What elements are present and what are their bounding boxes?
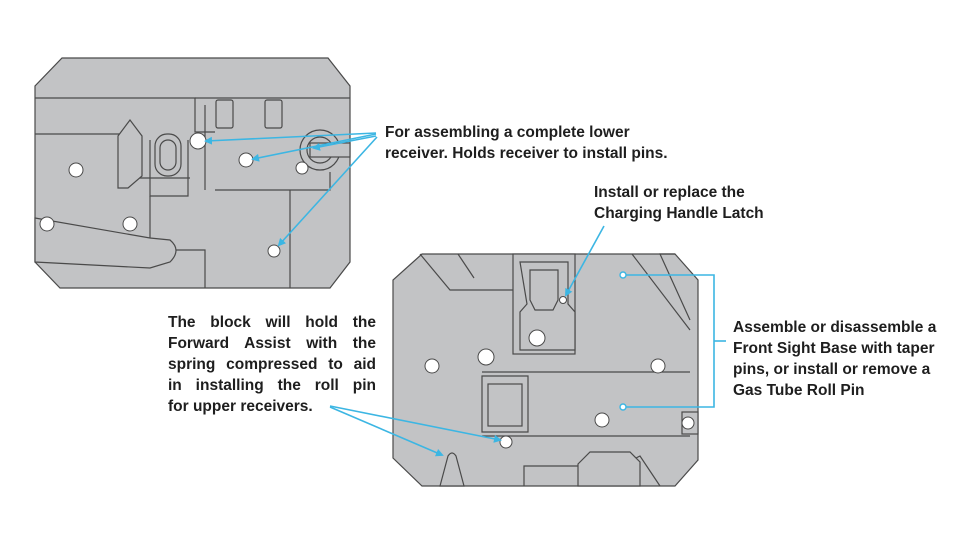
callout-forward-assist: The block will hold the Forward Assist w…	[168, 312, 376, 417]
upper-pin-hole	[477, 348, 495, 366]
callout-line: Front Sight Base with taper	[733, 340, 935, 357]
upper-block-bottom-ridge	[577, 451, 641, 487]
lower-block-bottom-step	[149, 196, 206, 288]
anchor-dot	[619, 403, 627, 411]
callout-line: The block will hold the	[168, 314, 376, 331]
upper-block-forward-assist-inner	[487, 383, 523, 427]
anchor-dot	[619, 271, 627, 279]
leader-lower-4	[277, 136, 378, 247]
callout-line: for upper receivers.	[168, 398, 313, 415]
upper-pin-hole	[499, 435, 513, 449]
callout-lower-receiver: For assembling a complete lower receiver…	[385, 122, 668, 164]
lower-pin-hole	[39, 216, 55, 232]
callout-line: in installing the roll pin	[168, 377, 376, 394]
callout-line: Install or replace the	[594, 184, 745, 201]
lower-pin-hole	[122, 216, 138, 232]
lower-block-slot-right	[264, 99, 283, 129]
upper-block-outline	[392, 253, 699, 487]
callout-front-sight: Assemble or disassemble a Front Sight Ba…	[733, 317, 936, 401]
callout-anchor-dots	[619, 271, 627, 411]
upper-block-latch-inner	[529, 269, 559, 311]
upper-pin-hole	[594, 412, 610, 428]
callout-line: Forward Assist with the	[168, 335, 376, 352]
upper-block-left-groove	[457, 253, 475, 279]
lower-receiver-block	[34, 57, 351, 289]
leader-lower-1	[204, 132, 377, 145]
upper-block-right-bevel	[659, 253, 691, 321]
upper-pin-hole	[559, 296, 567, 304]
lower-pin-hole	[267, 244, 281, 258]
callout-line: For assembling a complete lower	[385, 124, 630, 141]
lower-block-arrow-slot	[117, 119, 143, 189]
upper-pin-hole	[650, 358, 666, 374]
callout-line: Charging Handle Latch	[594, 205, 764, 222]
lower-block-trigger-recess	[215, 172, 331, 191]
lower-block-buffer-arm	[34, 217, 177, 269]
lower-block-oval-slot-inner	[159, 139, 177, 171]
lower-pin-hole	[189, 132, 207, 150]
callout-line: receiver. Holds receiver to install pins…	[385, 145, 668, 162]
leader-latch	[565, 225, 605, 297]
callout-leaders	[204, 132, 726, 457]
upper-pin-hole	[424, 358, 440, 374]
leader-lower-3	[312, 135, 377, 151]
callout-line: Gas Tube Roll Pin	[733, 382, 865, 399]
callout-line: spring compressed to aid	[168, 356, 376, 373]
lower-block-slot-left	[215, 99, 234, 129]
lower-block-magwell	[149, 140, 189, 197]
upper-block-bottom-post	[439, 452, 465, 487]
leader-forward-assist-1	[329, 405, 502, 443]
upper-receiver-block	[392, 253, 699, 487]
lower-pin-hole	[68, 162, 84, 178]
callout-charging-handle: Install or replace the Charging Handle L…	[594, 182, 764, 224]
upper-pin-hole	[681, 416, 695, 430]
upper-pin-hole	[528, 329, 546, 347]
callout-line: pins, or install or remove a	[733, 361, 931, 378]
upper-block-left-bevel	[419, 253, 513, 291]
leader-forward-assist-2	[329, 406, 444, 457]
lower-pin-hole	[295, 161, 309, 175]
callout-line: Assemble or disassemble a	[733, 319, 937, 336]
lower-pin-hole	[238, 152, 254, 168]
upper-block-right-groove	[631, 253, 691, 331]
